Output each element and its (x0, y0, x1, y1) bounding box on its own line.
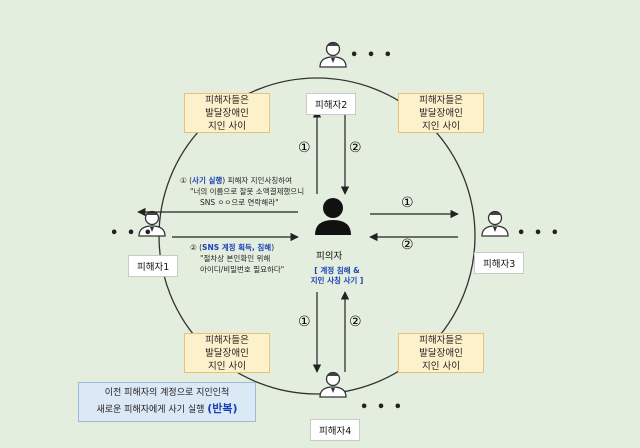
victim-3-label: 피해자3 (474, 252, 525, 274)
relation-note: 피해자들은 발달장애인 지인 사이 (398, 93, 484, 133)
victim-4-label: 피해자4 (310, 419, 361, 441)
step-marker-2: ② (349, 314, 362, 330)
suspect-icon (315, 198, 351, 235)
person-icon (481, 210, 509, 237)
step-marker-1: ① (298, 314, 311, 330)
relation-note: 피해자들은 발달장애인 지인 사이 (398, 333, 484, 373)
relation-note: 피해자들은 발달장애인 지인 사이 (184, 93, 270, 133)
step-marker-2: ② (349, 140, 362, 156)
relation-note: 피해자들은 발달장애인 지인 사이 (184, 333, 270, 373)
suspect-tag: [ 계정 침해 & 지인 사칭 사기 ] (310, 266, 364, 285)
message-1: ① (사기 실행) 피해자 지인사칭하여 "너의 이름으로 잘못 소액결제했으니… (180, 176, 305, 207)
more-victims-ellipsis: • • • (517, 226, 561, 241)
more-victims-ellipsis: • • • (110, 226, 154, 241)
person-icon (319, 41, 347, 68)
step-marker-2: ② (401, 237, 414, 253)
person-icon (319, 371, 347, 398)
victim-2-label: 피해자2 (306, 93, 357, 115)
step-marker-1: ① (298, 140, 311, 156)
message-2: ② (SNS 계정 획득, 침해) "절차상 본인확인 위해 아이디/비밀번호 … (190, 243, 285, 274)
summary-box: 이전 피해자의 계정으로 지인인척 새로운 피해자에게 사기 실행 (반복) (78, 382, 256, 422)
more-victims-ellipsis: • • • (350, 48, 394, 63)
victim-1-label: 피해자1 (128, 255, 179, 277)
step-marker-1: ① (401, 195, 414, 211)
suspect-label: 피의자 (316, 251, 343, 262)
more-victims-ellipsis: • • • (360, 400, 404, 415)
